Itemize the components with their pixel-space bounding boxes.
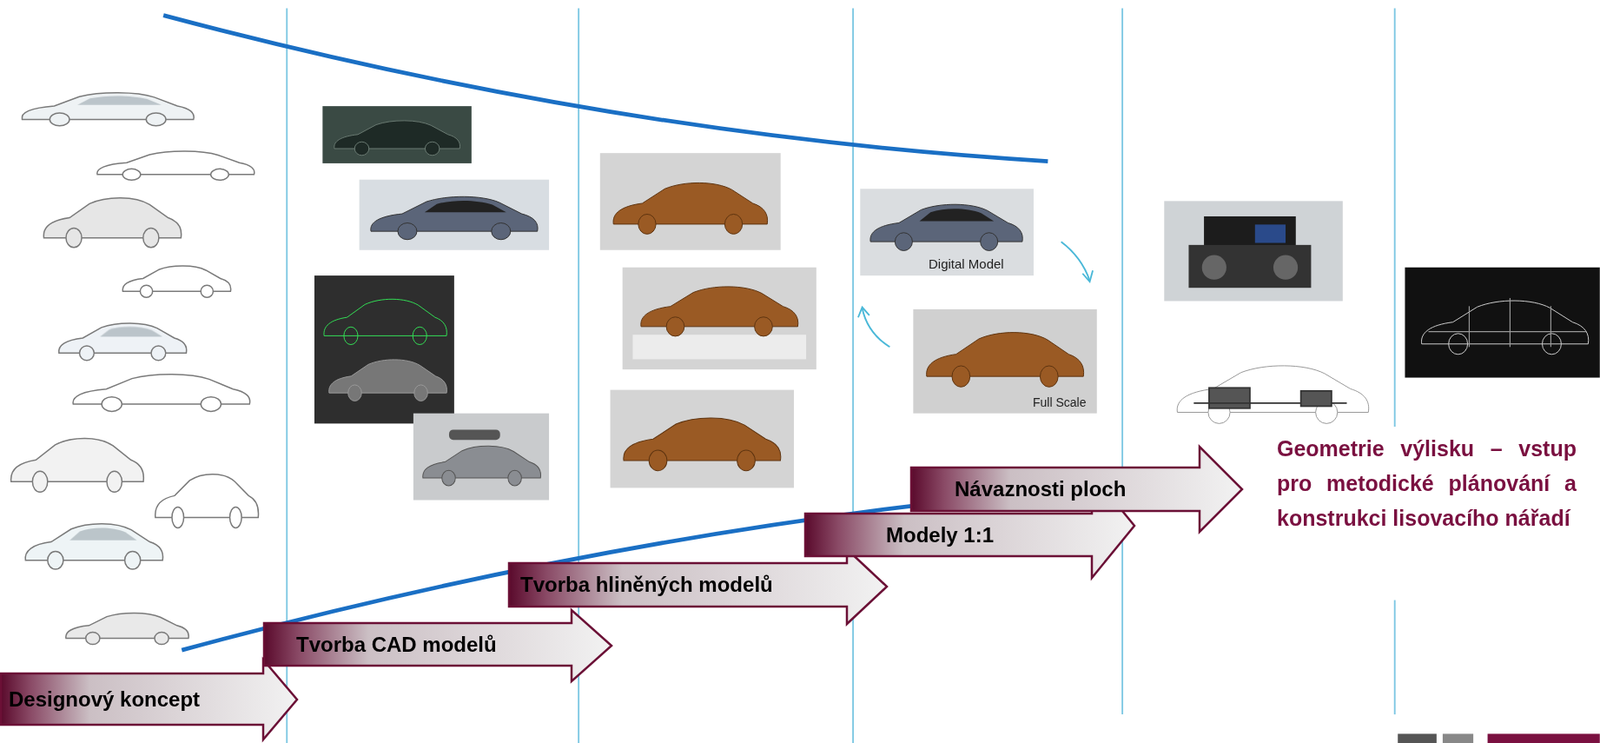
step-label: Tvorba hliněných modelů: [520, 572, 774, 597]
arrow-text-box: Tvorba hliněných modelů: [520, 562, 774, 607]
process-arrow: Tvorba CAD modelů: [263, 608, 613, 682]
note-text: Geometrie výlisku – vstup pro metodické …: [1276, 436, 1577, 530]
arrow-text-box: Tvorba CAD modelů: [296, 622, 497, 666]
label-box: Digital Model: [928, 256, 1005, 272]
step-label: Modely 1:1: [885, 522, 994, 548]
process-arrow: Návaznosti ploch: [910, 445, 1243, 533]
arrow-text-box: Designový koncept: [8, 673, 200, 725]
label-box: Full Scale: [1032, 394, 1086, 410]
arrow-text-box: Modely 1:1: [885, 513, 994, 556]
step-label: Návaznosti ploch: [954, 476, 1126, 502]
label-box: Geometrie výlisku – vstup pro metodické …: [1276, 434, 1577, 539]
process-arrow: Tvorba hliněných modelů: [508, 548, 888, 625]
process-arrow: Designový koncept: [0, 658, 298, 741]
arrow-outline: [509, 548, 887, 624]
image-caption: Digital Model: [928, 256, 1005, 272]
arrow-outline: [805, 473, 1135, 578]
arrow-outline: [264, 609, 612, 681]
arrow-text-box: Návaznosti ploch: [954, 467, 1126, 511]
arrow-outline: [911, 446, 1243, 532]
step-label: Designový koncept: [8, 687, 200, 712]
image-caption: Full Scale: [1032, 395, 1086, 410]
arrow-outline: [0, 659, 298, 740]
step-label: Tvorba CAD modelů: [296, 632, 497, 657]
